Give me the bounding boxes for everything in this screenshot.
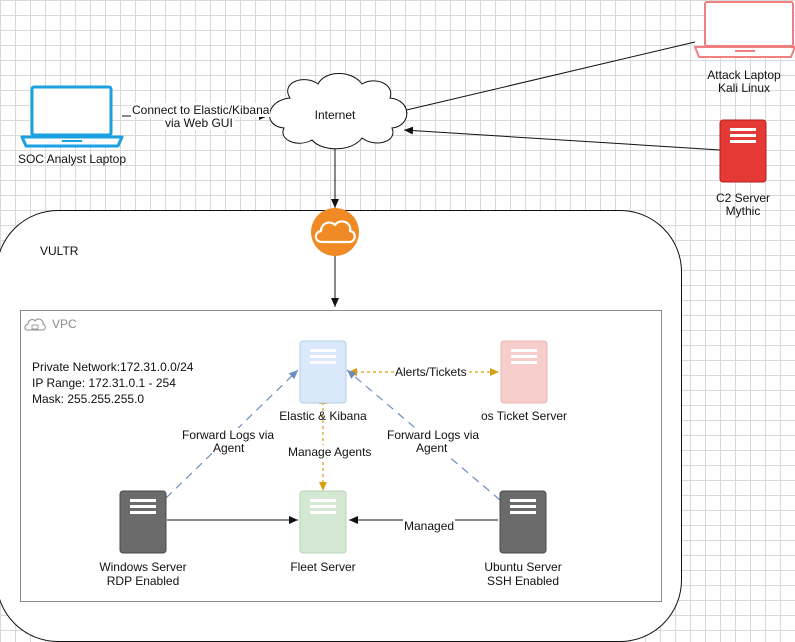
windows-forward-logs-line2: Agent <box>212 441 246 455</box>
manage-agents-label: Manage Agents <box>287 445 373 459</box>
soc-laptop-label: SOC Analyst Laptop <box>17 152 127 166</box>
ubuntu-server-label-line1: Ubuntu Server <box>484 560 562 574</box>
attack-laptop-label-line2: Kali Linux <box>717 81 771 95</box>
windows-server-icon <box>119 490 167 554</box>
c2-server-icon <box>719 119 767 183</box>
laptop-icon <box>20 85 124 148</box>
windows-server-label-line1: Windows Server <box>99 560 187 574</box>
c2-server-label-line1: C2 Server <box>715 191 771 205</box>
vultr-label: VULTR <box>40 244 79 258</box>
vpc-label: VPC <box>52 317 77 331</box>
alerts-tickets-label: Alerts/Tickets <box>394 365 468 379</box>
ubuntu-server-label-line2: SSH Enabled <box>486 574 560 588</box>
edge-attack-to-internet <box>397 41 696 114</box>
windows-forward-logs-line1: Forward Logs via <box>181 428 276 442</box>
elastic-label: Elastic & Kibana <box>279 409 367 423</box>
osticket-label: os Ticket Server <box>480 409 568 423</box>
soc-edge-label-line1: Connect to Elastic/Kibana <box>131 103 271 117</box>
vpc-lock-icon <box>22 312 46 336</box>
internet-label: Internet <box>314 108 356 122</box>
attack-laptop-label-line1: Attack Laptop <box>707 68 781 82</box>
osticket-server-icon <box>500 340 548 404</box>
windows-server-label-line2: RDP Enabled <box>106 574 180 588</box>
soc-edge-label-line2: via Web GUI <box>164 116 234 130</box>
c2-server-label-line2: Mythic <box>725 204 761 218</box>
edge-c2-to-internet <box>403 126 721 151</box>
fleet-server-icon <box>299 490 347 554</box>
network-info-line: Private Network:172.31.0.0/24 <box>32 360 194 374</box>
managed-label: Managed <box>403 519 456 533</box>
diagram-canvas <box>20 1 795 554</box>
ubuntu-server-icon <box>499 490 547 554</box>
ubuntu-forward-logs-line2: Agent <box>415 441 449 455</box>
network-info: Private Network:172.31.0.0/24 IP Range: … <box>32 359 193 407</box>
elastic-server-icon <box>299 340 347 404</box>
network-info-line: Mask: 255.255.255.0 <box>32 392 145 406</box>
ubuntu-forward-logs-line1: Forward Logs via <box>386 428 481 442</box>
internet-cloud-icon <box>269 73 408 150</box>
cloud-gateway-icon <box>311 208 359 256</box>
network-info-line: IP Range: 172.31.0.1 - 254 <box>32 376 176 390</box>
attack-laptop-icon <box>694 1 795 58</box>
fleet-server-label: Fleet Server <box>290 560 356 574</box>
